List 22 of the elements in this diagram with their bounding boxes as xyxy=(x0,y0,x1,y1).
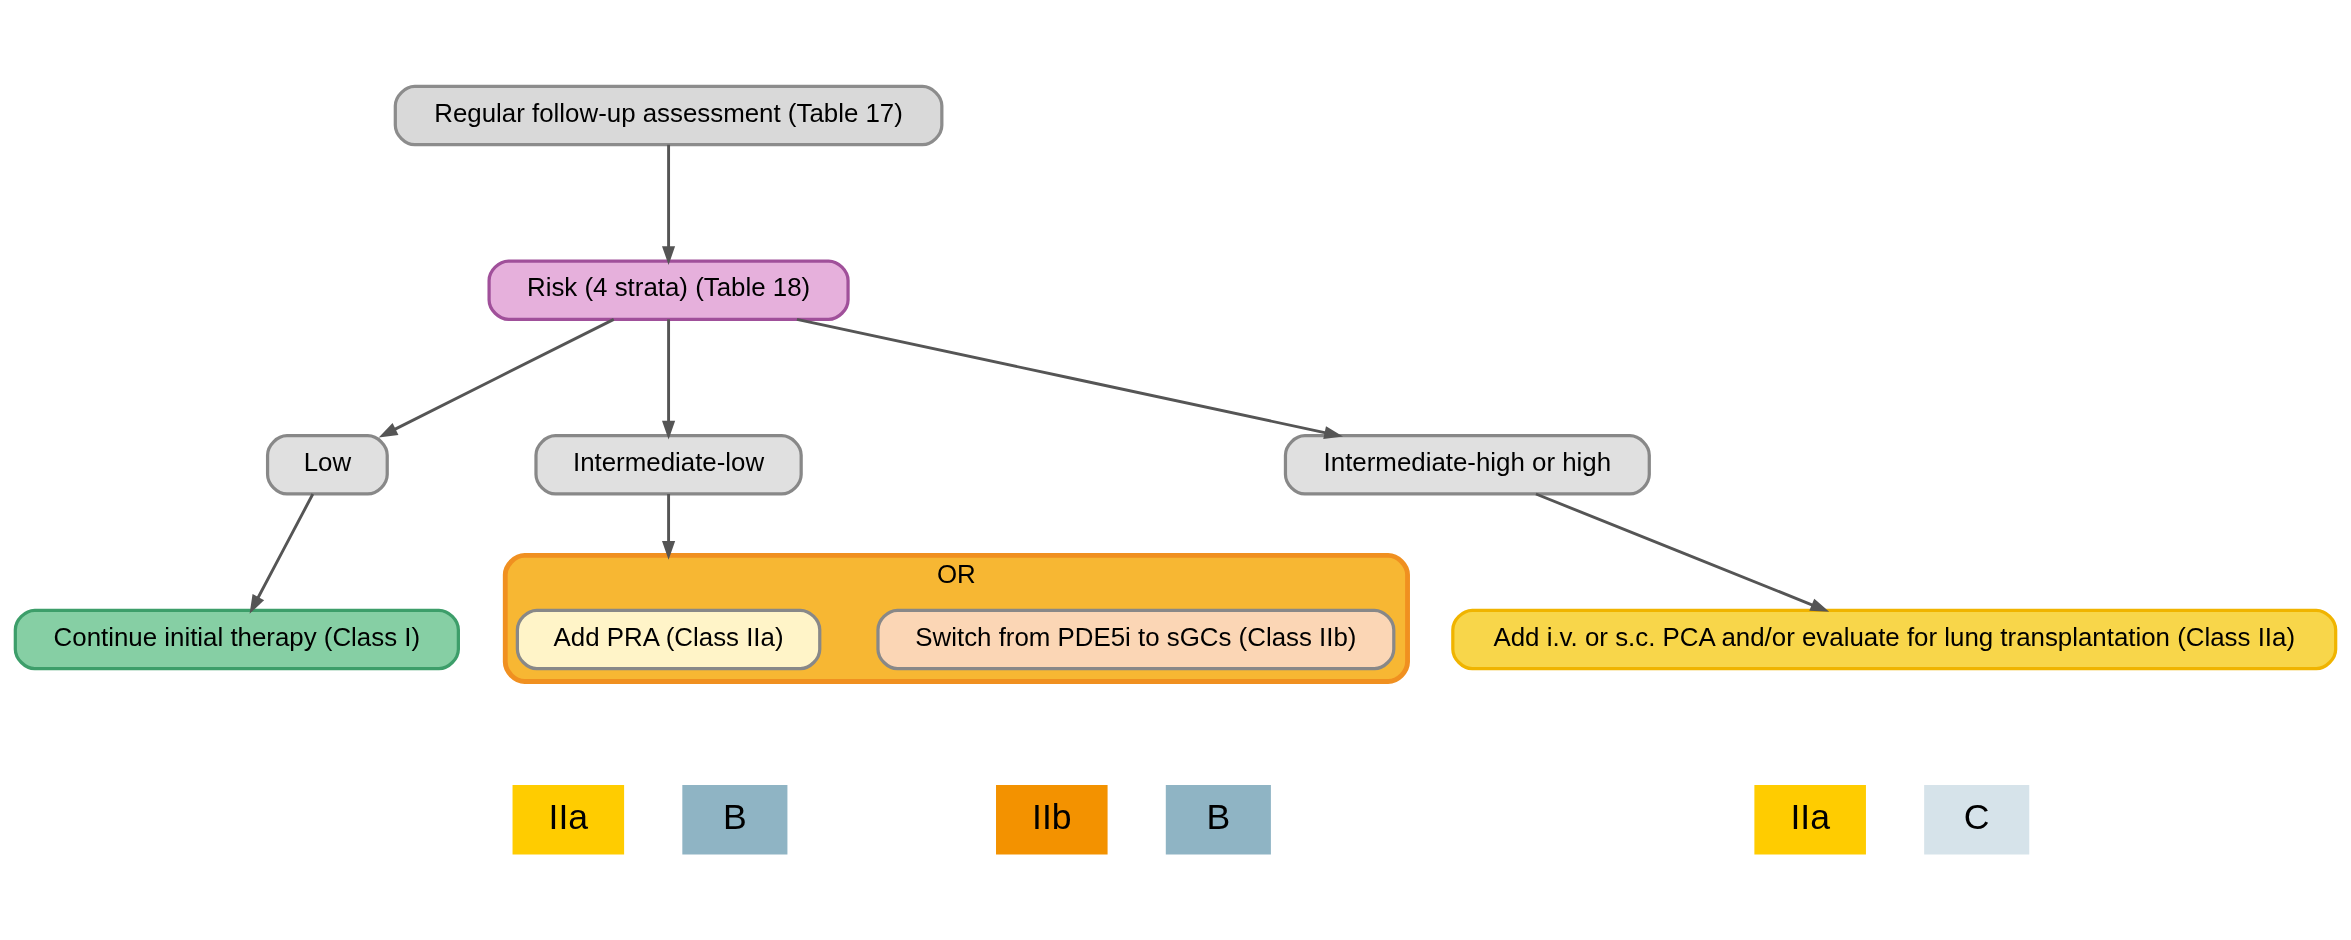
arrow xyxy=(1535,492,1830,612)
node-box: Add PRA (Class IIa) xyxy=(515,608,822,670)
label: IIa xyxy=(1790,796,1830,837)
node-box: Regular follow-up assessment (Table 17) xyxy=(393,84,944,146)
arrow xyxy=(662,493,676,560)
label: IIb xyxy=(1032,796,1072,837)
node-box: Risk (4 strata) (Table 18) xyxy=(487,259,850,321)
node-box: Intermediate-low xyxy=(534,433,803,496)
node-box: Intermediate-high or high xyxy=(1283,433,1651,496)
label: B xyxy=(1206,796,1231,837)
arrow xyxy=(249,492,315,614)
label: C xyxy=(1963,796,1990,837)
label: B xyxy=(723,796,747,837)
arrow xyxy=(378,317,615,437)
arrow xyxy=(796,317,1343,439)
label: IIa xyxy=(548,796,589,837)
node-box: Low xyxy=(265,433,389,496)
arrow xyxy=(662,144,676,265)
node-box: Continue initial therapy (Class I) xyxy=(13,608,460,670)
arrow xyxy=(662,318,676,440)
node-box: Switch from PDE5i to sGCs (Class IIb) xyxy=(876,608,1396,670)
node-box: Add i.v. or s.c. PCA and/or evaluate for lung transplantation (Class IIa) xyxy=(1451,608,2338,670)
